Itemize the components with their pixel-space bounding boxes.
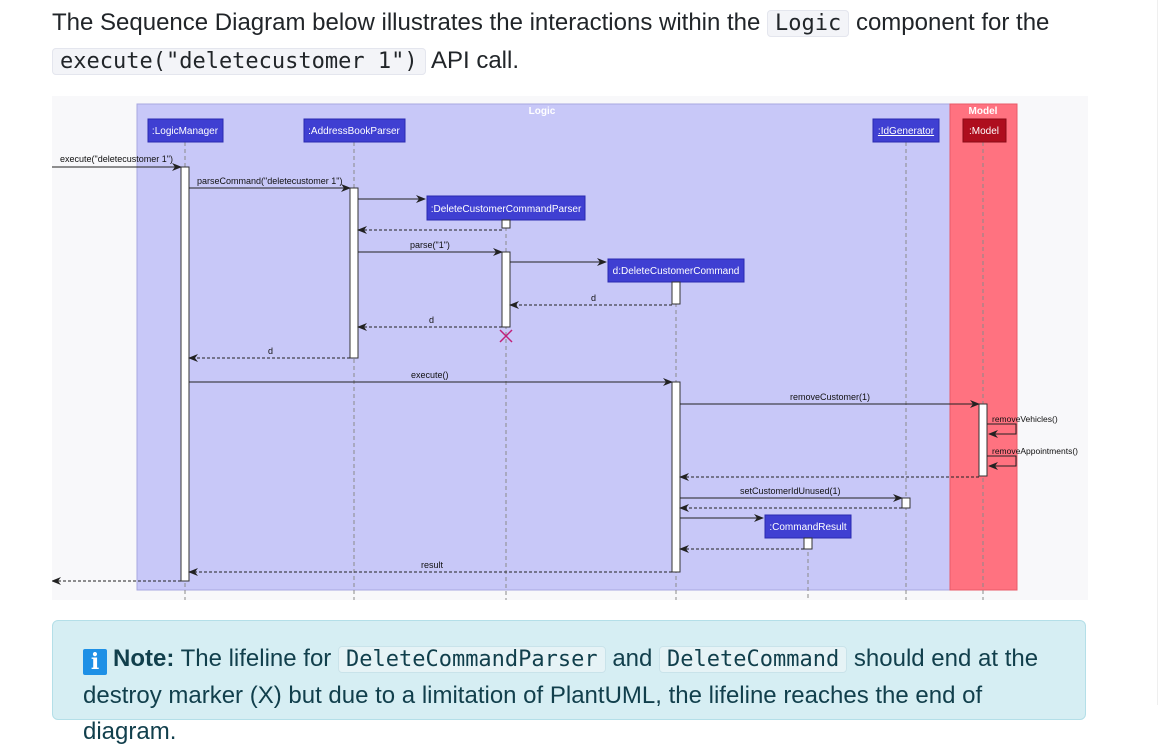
participant-commandresult-label: :CommandResult [769,522,846,533]
msg-return-d-command-label: d [591,293,596,303]
info-icon: i [83,649,107,675]
participant-idgenerator-label: :IdGenerator [878,126,935,137]
activation-parser-parse [501,251,511,328]
sequence-diagram: Logic Model :LogicManager :AddressBookPa… [52,96,1088,600]
note-text-2: and [612,645,653,672]
note-code-command: DeleteCommand [659,646,848,673]
participant-addressbookparser [303,118,406,143]
msg-removeappointments-label: removeAppointments() [992,446,1078,456]
msg-parse-label: parse("1") [410,240,450,250]
intro-text-after: API call. [430,47,519,74]
msg-parsecommand-label: parseCommand("deletecustomer 1") [197,176,342,186]
logic-code: Logic [767,10,850,37]
participant-logicmanager [147,118,224,143]
msg-result-label: result [421,560,444,570]
logic-box [136,103,951,591]
participant-model [962,118,1007,143]
msg-removevehicles-label: removeVehicles() [992,414,1058,424]
page-scrollbar[interactable] [1157,0,1172,705]
msg-return-d-abp-label: d [268,346,273,356]
participant-idgenerator [872,118,940,143]
activation-logicmanager [180,166,190,582]
activation-addressbookparser [349,187,359,359]
sequence-diagram-svg: Logic Model :LogicManager :AddressBookPa… [52,103,1078,600]
intro-text-middle: component for the [855,9,1050,36]
participant-addressbookparser-label: :AddressBookParser [308,126,400,137]
activation-commandresult [803,537,813,550]
destroy-marker [499,329,513,343]
participant-model-label: :Model [969,126,999,137]
api-code: execute("deletecustomer 1") [52,48,426,75]
msg-execute-label: execute() [411,370,449,380]
note-label: Note: [113,645,175,672]
intro-text-before: The Sequence Diagram below illustrates t… [52,9,761,36]
participant-deletecustomercommandparser-label: :DeleteCustomerCommandParser [431,204,582,215]
note-code-parser: DeleteCommandParser [337,646,606,673]
activation-model [978,403,988,477]
intro-paragraph: The Sequence Diagram below illustrates t… [52,4,1132,80]
arrow-removeappointments [987,455,1017,470]
logic-box-title: Logic [529,106,556,117]
activation-idgenerator [901,497,911,509]
activation-command-execute [671,381,681,573]
note-text-1: The lifeline for [180,645,332,672]
msg-execute-in-label: execute("deletecustomer 1") [60,154,173,164]
participant-deletecustomercommand-label: d:DeleteCustomerCommand [613,266,740,277]
model-box-title: Model [969,106,998,117]
activation-command-create [671,281,681,305]
msg-setcustomeridunused-label: setCustomerIdUnused(1) [740,486,841,496]
participant-deletecustomercommandparser [426,195,586,221]
msg-return-d-parser-label: d [429,315,434,325]
activation-parser-create [501,219,511,229]
participant-logicmanager-label: :LogicManager [152,126,219,137]
msg-removecustomer-label: removeCustomer(1) [790,392,870,402]
arrow-removevehicles [987,423,1017,438]
